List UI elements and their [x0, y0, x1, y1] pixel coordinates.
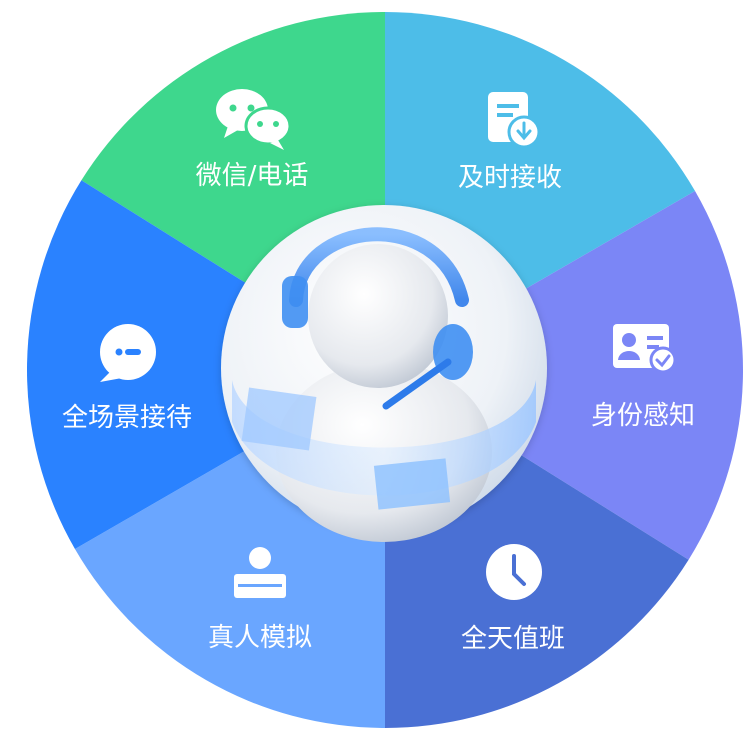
center-mascot: [221, 205, 547, 542]
segment-label-all-day-duty: 全天值班: [461, 624, 565, 654]
segment-label-all-scene-reception: 全场景接待: [62, 403, 192, 433]
headset-mic: [382, 358, 452, 410]
document-download-icon: [488, 92, 541, 149]
chat-bubble-icon: [100, 324, 156, 382]
segment-all-scene-reception: [27, 180, 386, 549]
segment-label-human-simulation: 真人模拟: [208, 623, 312, 653]
id-card-check-icon: [613, 324, 677, 374]
clock-icon: [486, 544, 542, 600]
headset-left-earpiece: [282, 276, 308, 328]
segment-identity-aware: [385, 191, 743, 560]
headset-band-icon: [289, 227, 469, 307]
segment-label-instant-receive: 及时接收: [458, 163, 562, 193]
wechat-icon: [216, 89, 292, 150]
band-panel-left: [241, 387, 317, 451]
mascot-head: [308, 244, 448, 388]
segment-label-wechat-phone: 微信/电话: [196, 161, 309, 191]
person-desk-icon: [234, 547, 286, 598]
band-panel-bottom: [373, 458, 451, 510]
segment-label-identity-aware: 身份感知: [591, 401, 695, 431]
mascot-band: [232, 380, 536, 496]
